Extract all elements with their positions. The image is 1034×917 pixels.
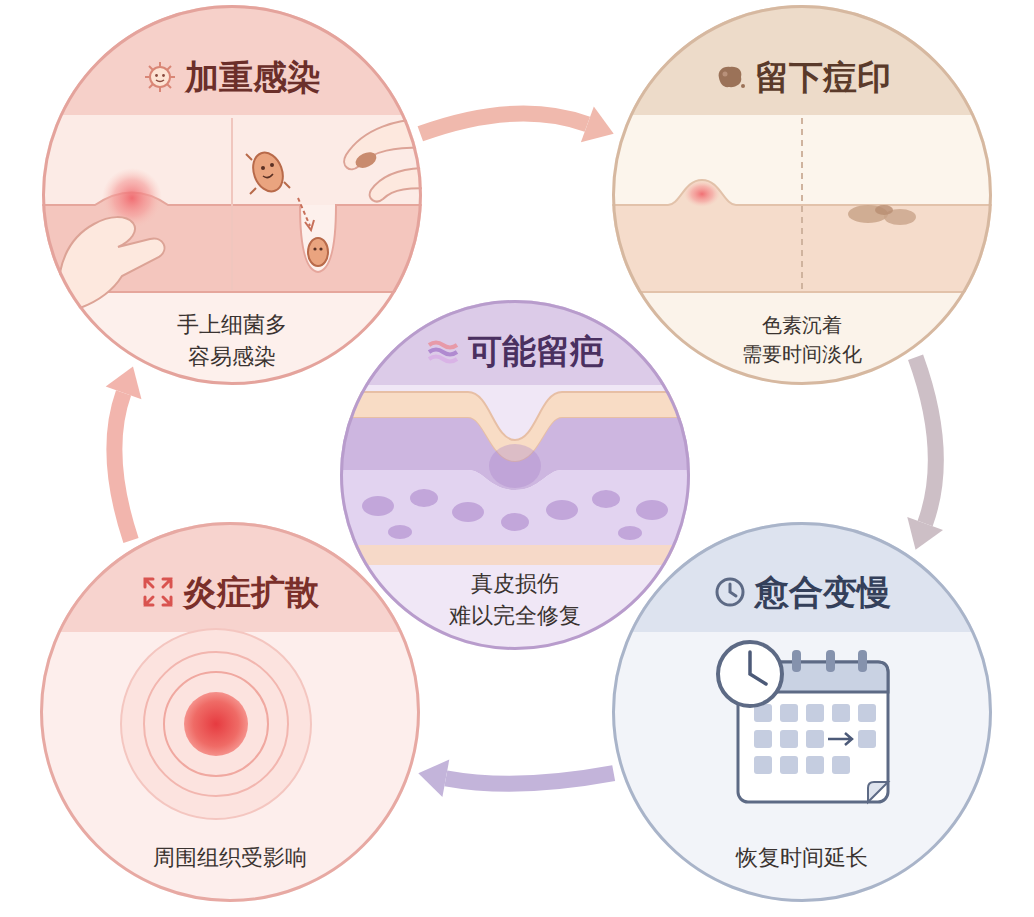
circle-node: 炎症扩散周围组织受影响 [40,522,420,902]
circle-border [342,302,689,649]
infection-illustration [40,0,440,400]
inflammation-illustration [38,520,432,910]
heading-row: 加重感染 [42,57,422,98]
circle-body-text: 恢复时间延长 [736,842,868,874]
heading-row: 炎症扩散 [40,572,420,613]
circle-border [42,524,419,901]
circle-node: 愈合变慢恢复时间延长 [612,522,992,902]
circle-body-text: 色素沉着 需要时间淡化 [742,312,862,369]
cycle-arrow [907,357,943,550]
skin-layers-icon [426,335,460,369]
arrow-shaft [916,357,936,523]
body-row: 周围组织受影响 [40,842,420,874]
circle-border [614,524,991,901]
virus-icon [143,60,177,94]
circle-heading: 可能留疤 [468,332,604,372]
arrow-head [581,106,614,142]
circle-heading: 加重感染 [185,57,321,98]
cycle-arrow [106,366,142,540]
body-row: 恢复时间延长 [612,842,992,874]
circle-body-text: 手上细菌多 容易感染 [177,309,287,372]
acne-mark-illustration [610,0,1000,400]
cycle-arrow [418,760,613,797]
cycle-arrow [420,106,613,142]
expand-icon [141,575,175,609]
body-row: 色素沉着 需要时间淡化 [612,312,992,369]
circle-node: 可能留疤真皮损伤 难以完全修复 [340,300,690,650]
circle-node: 加重感染手上细菌多 容易感染 [42,5,422,385]
heading-row: 愈合变慢 [612,572,992,613]
arrow-head [418,760,449,797]
circle-body-text: 周围组织受影响 [153,842,307,874]
body-row: 手上细菌多 容易感染 [42,309,422,372]
clock-icon [713,575,747,609]
calendar-illustration [610,520,1000,910]
circle-border [44,7,421,384]
mark-icon [713,60,747,94]
scar-illustration [335,295,695,655]
arrow-shaft [114,393,131,541]
heading-row: 留下痘印 [612,57,992,98]
circle-heading: 愈合变慢 [755,572,891,613]
arrow-head [907,517,943,550]
circle-border [614,7,991,384]
circle-body-text: 真皮损伤 难以完全修复 [449,568,581,631]
circle-heading: 留下痘印 [755,57,891,98]
circle-node: 留下痘印色素沉着 需要时间淡化 [612,5,992,385]
circle-heading: 炎症扩散 [183,572,319,613]
arrow-head [106,366,142,399]
arrow-shaft [420,114,587,134]
heading-row: 可能留疤 [340,332,690,372]
arrow-shaft [446,773,614,783]
